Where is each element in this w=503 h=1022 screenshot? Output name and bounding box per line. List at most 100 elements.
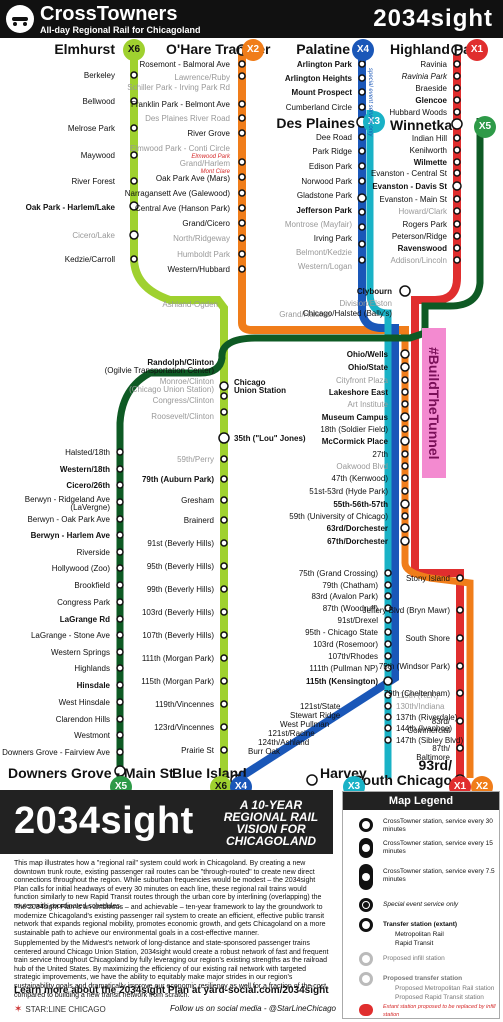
header-bar: CrossTowners All-day Regional Rail for C… — [0, 0, 503, 38]
legend-item: Proposed transfer station — [383, 975, 463, 982]
station-label: Congress/Clinton — [152, 396, 214, 405]
station-label: Downers Grove - Fairview Ave — [2, 748, 110, 757]
station-label: River Grove — [187, 129, 230, 138]
station-label: Dee Road — [315, 133, 352, 142]
brand-tag: 2034sight — [373, 5, 493, 32]
station-label: North/Ridgeway — [173, 234, 230, 243]
station-label: 27th — [372, 450, 388, 459]
station-label: 137th (Riverdale) — [396, 713, 458, 722]
station-label: Melrose Park — [67, 124, 115, 133]
station-label: Western/Hubbard — [167, 265, 230, 274]
station-label: Kedzie/Carroll — [64, 255, 115, 264]
route-badge-x1: X1 — [466, 39, 488, 61]
station-label: Museum Campus — [321, 413, 388, 422]
station-label: 75th (Windsor Park) — [378, 662, 450, 671]
route-x2-line — [238, 50, 409, 338]
intro-paragraph-1: This map illustrates how a "regional rai… — [14, 860, 322, 910]
station-label: 99th (Beverly Hills) — [146, 585, 214, 594]
station-label: Ashland-Ogden — [162, 300, 218, 309]
station-label: Gresham — [181, 496, 214, 505]
station-label: Bellwood — [82, 97, 115, 106]
special-event-note: special event service only — [367, 68, 373, 137]
route-badge-x5: X5 — [474, 116, 496, 138]
station-label: Cicero/Lake — [72, 231, 115, 240]
station-label: Ohio/Wells — [346, 350, 388, 359]
station-note: Mont Clare — [200, 169, 230, 175]
station-label: Highlands — [74, 664, 110, 673]
station-label: Halsted/18th — [65, 448, 110, 457]
route-badge-x6: X6 — [123, 39, 145, 61]
station-label: Park Ridge — [312, 147, 352, 156]
route-x1-line — [411, 50, 464, 778]
station-label: Berwyn - Ridgeland Ave — [24, 495, 110, 504]
station-label: Grand/Cicero — [182, 219, 230, 228]
station-label: Jefferson Park — [296, 206, 352, 215]
station-label: Chicago — [234, 378, 266, 387]
station-label: 121st/Racine — [268, 729, 315, 738]
station-label: Berkeley — [83, 71, 115, 80]
station-label: Rogers Park — [402, 220, 447, 229]
station-label: Indian Hill — [411, 134, 447, 143]
rail-map: Elmhurst O'Hare Transfer Palatine Highla… — [0, 38, 503, 798]
station-label: Central Ave (Hanson Park) — [134, 204, 230, 213]
station-label: Berwyn - Harlem Ave — [30, 531, 110, 540]
station-label: Clarendon Hills — [55, 715, 110, 724]
station-label: Franklin Park - Belmont Ave — [130, 100, 230, 109]
station-label: 55th-56th-57th — [333, 500, 388, 509]
station-label: Division/Elston — [339, 299, 392, 308]
terminal-south-chicago: 93rd/ South Chicago — [353, 757, 452, 788]
brand-subtitle: All-day Regional Rail for Chicagoland — [40, 25, 201, 35]
station-label: Monroe/Clinton — [159, 377, 214, 386]
station-label: 18th (Soldier Field) — [320, 425, 388, 434]
station-label: Cicero/26th — [66, 481, 110, 490]
station-label: Gladstone Park — [296, 191, 352, 200]
station-label: Schiller Park - Irving Park Rd — [127, 83, 230, 92]
station-label: Evanston - Central St — [370, 169, 447, 178]
station-label: Wilmette — [413, 158, 447, 167]
station-label: McCormick Place — [321, 437, 388, 446]
station-label: 115th (Morgan Park) — [141, 677, 214, 686]
station-label: (Chicago Union Station) — [129, 385, 214, 394]
station-label: Norwood Park — [301, 177, 352, 186]
station-label: 83rd/ Commercial — [407, 717, 450, 735]
station-label: Stewart Ridge — [290, 711, 341, 720]
terminal-downers-grove: Downers Grove - Main St — [8, 765, 174, 781]
station-label: Prairie St — [181, 746, 214, 755]
route-x3-line — [366, 110, 392, 778]
station-label: 123rd/Vincennes — [154, 723, 214, 732]
station-label: 103rd (Beverly Hills) — [141, 608, 214, 617]
station-label: Addison/Lincoln — [390, 256, 447, 265]
station-label: 107th (Beverly Hills) — [142, 631, 214, 640]
station-label: LaGrange - Stone Ave — [30, 631, 110, 640]
route-badge-x3: X3 — [363, 111, 385, 133]
station-label: Ravenswood — [397, 244, 447, 253]
build-the-tunnel-banner: #BuildTheTunnel — [422, 328, 446, 478]
station-label: 95th - Chicago State — [305, 628, 378, 637]
terminal-winnetka: Winnetka — [390, 117, 453, 133]
terminal-des-plaines: Des Plaines — [276, 115, 355, 131]
station-label: Oakwood Blvd — [336, 462, 388, 471]
intro-tagline: A 10-YEAR REGIONAL RAIL VISION FOR CHICA… — [223, 798, 319, 848]
station-label: Clybourn — [356, 287, 392, 296]
legend-replaced-icon — [359, 1004, 373, 1016]
legend-30min-icon — [359, 818, 373, 832]
station-label: Peterson/Ridge — [391, 232, 447, 241]
station-label: Roosevelt/Clinton — [151, 412, 214, 421]
station-label: 87th (Woodruff) — [322, 604, 378, 613]
route-x2-south-line — [401, 338, 474, 778]
legend-15min-icon — [359, 838, 373, 858]
intro-header: 2034sight A 10-YEAR REGIONAL RAIL VISION… — [0, 790, 333, 854]
station-label: River Forest — [71, 177, 115, 186]
station-label: 111th (Pullman NP) — [309, 664, 378, 673]
legend-item: CrossTowner station, service every 7.5 m… — [383, 868, 495, 883]
social-handle[interactable]: Follow us on social media - @StarLineChi… — [170, 1004, 336, 1013]
station-note: Elmwood Park — [191, 154, 230, 160]
learn-more-link[interactable]: Learn more about the 2034sight Plan at y… — [14, 985, 329, 996]
station-label: Cumberland Circle — [285, 103, 352, 112]
intro-title: 2034sight — [14, 800, 194, 842]
station-label: Riverside — [76, 548, 110, 557]
terminal-palatine: Palatine — [296, 41, 350, 57]
station-label: Stony Island — [405, 574, 450, 583]
legend-item: Proposed infill station — [383, 955, 445, 962]
legend-item: Metropolitan Rail — [395, 931, 444, 938]
